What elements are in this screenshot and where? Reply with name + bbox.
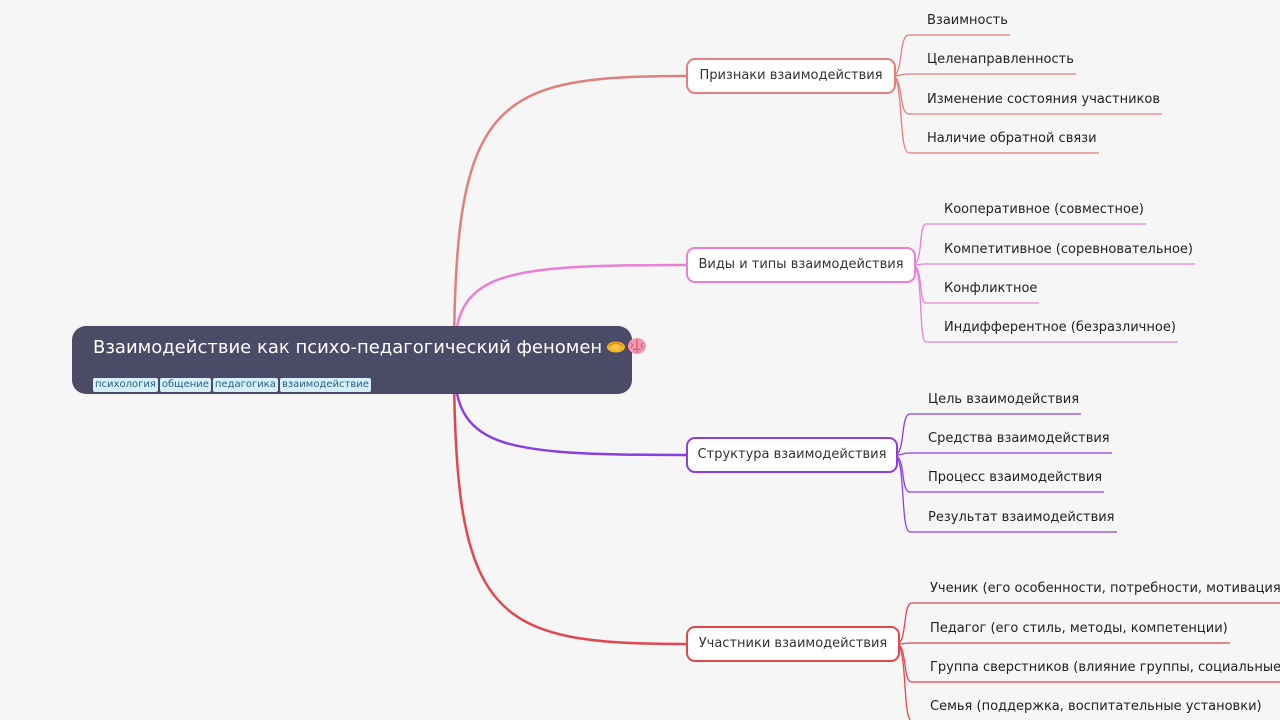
leaf-topic[interactable]: Конфликтное (944, 281, 1038, 296)
branch-topic-participants[interactable]: Участники взаимодействия (686, 626, 900, 662)
leaf-topic[interactable]: Индифферентное (безразличное) (944, 320, 1176, 335)
leaf-topic[interactable]: Взаимность (927, 13, 1008, 28)
leaf-connector (893, 452, 1112, 456)
branch-topic-types[interactable]: Виды и типы взаимодействия (686, 247, 916, 283)
tag[interactable]: взаимодействие (279, 378, 371, 392)
leaf-connector (891, 73, 1076, 77)
leaf-topic[interactable]: Компетитивное (соревновательное) (944, 242, 1194, 257)
main-connector (452, 359, 687, 646)
handshake-brain-icon (607, 336, 647, 363)
leaf-topic[interactable]: Педагог (его стиль, методы, компетенции) (930, 621, 1228, 636)
leaf-topic[interactable]: Изменение состояния участников (927, 92, 1160, 107)
leaf-topic[interactable]: Средства взаимодействия (928, 431, 1110, 446)
leaf-connector (895, 642, 1230, 645)
leaf-topic[interactable]: Ученик (его особенности, потребности, мо… (930, 581, 1280, 596)
root-title-row: Взаимодействие как психо-педагогический … (93, 336, 647, 363)
leaf-topic[interactable]: Кооперативное (совместное) (944, 202, 1145, 217)
leaf-topic[interactable]: Наличие обратной связи (927, 131, 1097, 146)
leaf-topic[interactable]: Цель взаимодействия (928, 392, 1080, 407)
tag[interactable]: педагогика (212, 378, 278, 392)
branch-topic-structure[interactable]: Структура взаимодействия (686, 437, 898, 473)
tag[interactable]: общение (159, 378, 211, 392)
leaf-topic[interactable]: Процесс взаимодействия (928, 470, 1103, 485)
leaf-topic[interactable]: Группа сверстников (влияние группы, соци… (930, 660, 1280, 675)
leaf-topic[interactable]: Результат взаимодействия (928, 510, 1115, 525)
leaf-connector (911, 263, 1195, 266)
tag[interactable]: психология (93, 378, 158, 392)
root-topic[interactable]: Взаимодействие как психо-педагогический … (72, 326, 647, 394)
root-title: Взаимодействие как психо-педагогический … (93, 337, 603, 358)
branch-topic-signs[interactable]: Признаки взаимодействия (686, 58, 896, 94)
leaf-topic[interactable]: Целенаправленность (927, 52, 1074, 67)
leaf-topic[interactable]: Семья (поддержка, воспитательные установ… (930, 699, 1262, 714)
main-connector (452, 74, 687, 361)
